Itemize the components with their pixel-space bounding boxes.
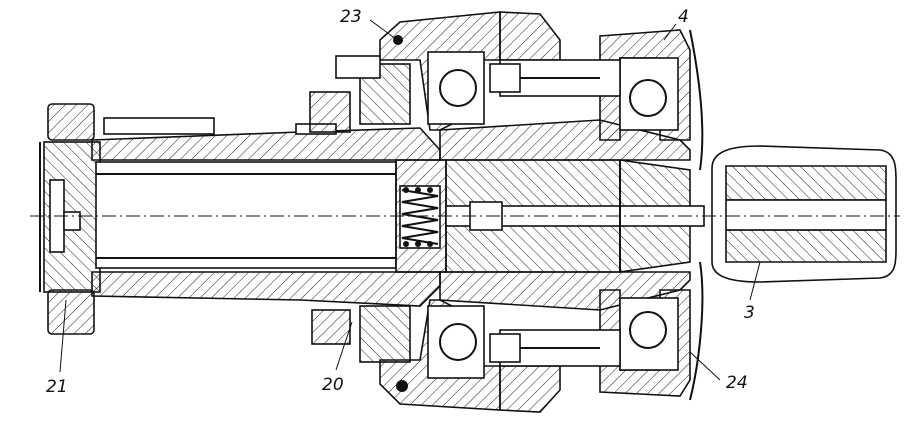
leader-lines (59, 19, 761, 381)
callout-20: 20 (322, 375, 344, 395)
coupling-part (711, 145, 897, 283)
callout-24: 24 (726, 373, 748, 393)
end-cap-assembly (39, 103, 101, 335)
lower-housing (311, 271, 691, 413)
callout-21: 21 (46, 377, 68, 397)
spindle-housing (91, 117, 441, 307)
callout-23: 23 (340, 7, 362, 27)
callout-4: 4 (678, 7, 689, 27)
upper-housing (309, 11, 691, 161)
callout-3: 3 (744, 303, 755, 323)
housing-outline (689, 29, 704, 401)
